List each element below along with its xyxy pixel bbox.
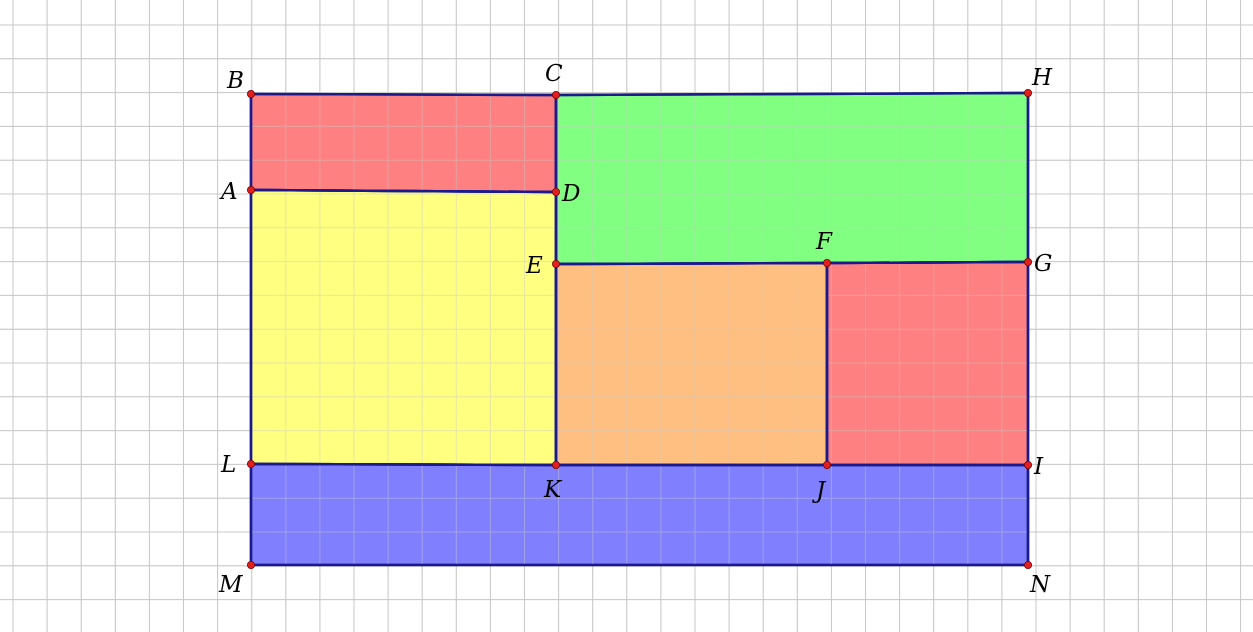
point-j[interactable] xyxy=(823,460,832,469)
region-abcd xyxy=(249,92,558,194)
label-c: C xyxy=(545,61,563,87)
region-limn xyxy=(249,462,1030,567)
point-n[interactable] xyxy=(1024,561,1033,570)
label-l: L xyxy=(220,452,236,478)
point-m[interactable] xyxy=(246,561,255,570)
label-i: I xyxy=(1033,454,1044,480)
region-efjk xyxy=(554,261,829,467)
label-b: B xyxy=(226,68,244,94)
region-adekl xyxy=(249,188,558,467)
point-l[interactable] xyxy=(246,459,255,468)
label-j: J xyxy=(812,478,827,504)
point-i[interactable] xyxy=(1024,460,1033,469)
point-c[interactable] xyxy=(552,91,561,100)
label-f: F xyxy=(815,229,833,255)
label-e: E xyxy=(525,253,543,279)
point-d[interactable] xyxy=(552,187,561,196)
point-k[interactable] xyxy=(552,460,561,469)
label-n: N xyxy=(1029,572,1051,598)
vertex-labels: B C H A D E F G L K J I M N xyxy=(218,61,1053,598)
vertex-points xyxy=(246,89,1033,570)
point-h[interactable] xyxy=(1024,89,1033,98)
label-a: A xyxy=(219,179,238,205)
point-b[interactable] xyxy=(246,90,255,99)
label-h: H xyxy=(1031,65,1053,91)
point-a[interactable] xyxy=(246,185,255,194)
label-g: G xyxy=(1034,251,1052,277)
label-k: K xyxy=(543,477,563,503)
point-f[interactable] xyxy=(823,258,832,267)
label-m: M xyxy=(218,572,244,598)
point-g[interactable] xyxy=(1024,257,1033,266)
point-e[interactable] xyxy=(552,259,561,268)
label-d: D xyxy=(561,181,580,207)
